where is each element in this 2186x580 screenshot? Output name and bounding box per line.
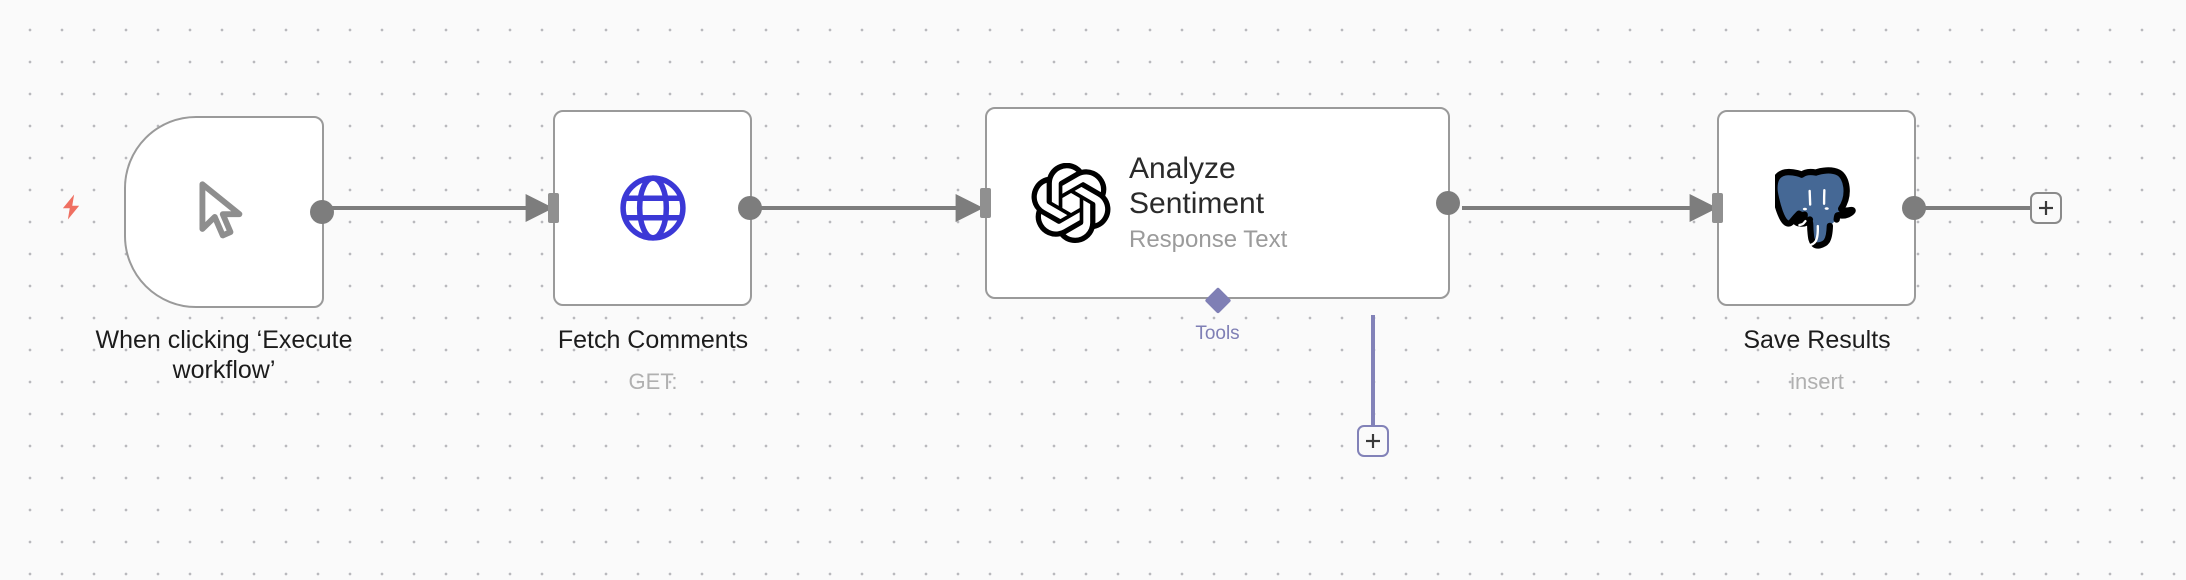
input-port-postgres[interactable] (1712, 193, 1723, 223)
node-fetch-comments[interactable] (548, 110, 762, 306)
node-manual-trigger[interactable] (124, 116, 334, 308)
globe-icon (555, 169, 750, 247)
output-port-openai[interactable] (1436, 191, 1460, 215)
mouse-cursor-icon (126, 171, 322, 253)
node-caption-save-results: Save Results (1743, 326, 1891, 354)
add-tool-button[interactable] (1357, 425, 1389, 457)
tools-port-diamond[interactable] (1204, 287, 1231, 314)
node-subtitle-save-results: insert (1790, 369, 1844, 394)
input-port-http[interactable] (548, 193, 559, 223)
input-port-openai[interactable] (980, 188, 991, 218)
openai-icon (1031, 163, 1111, 243)
output-port-postgres[interactable] (1902, 196, 1926, 220)
plus-icon (1366, 434, 1380, 448)
node-analyze-sentiment[interactable]: Analyze Sentiment Response Text Tools (980, 107, 1460, 344)
add-node-button[interactable] (2030, 192, 2062, 224)
output-port-http[interactable] (738, 196, 762, 220)
node-caption-fetch-comments: Fetch Comments (557, 326, 749, 354)
node-caption-manual-trigger: When clicking ‘Execute workflow’ (95, 326, 353, 384)
tools-port-label: Tools (1195, 323, 1240, 344)
node-save-results[interactable] (1712, 110, 1926, 306)
lightning-bolt-icon (56, 190, 86, 224)
node-title-analyze-sentiment: Analyze Sentiment (1129, 152, 1265, 220)
output-port-trigger[interactable] (310, 200, 334, 224)
node-subtitle-fetch-comments: GET: (628, 369, 678, 394)
node-subtitle-analyze-sentiment: Response Text (1129, 226, 1288, 253)
postgres-elephant-icon (1719, 166, 1914, 250)
plus-icon (2039, 201, 2053, 215)
